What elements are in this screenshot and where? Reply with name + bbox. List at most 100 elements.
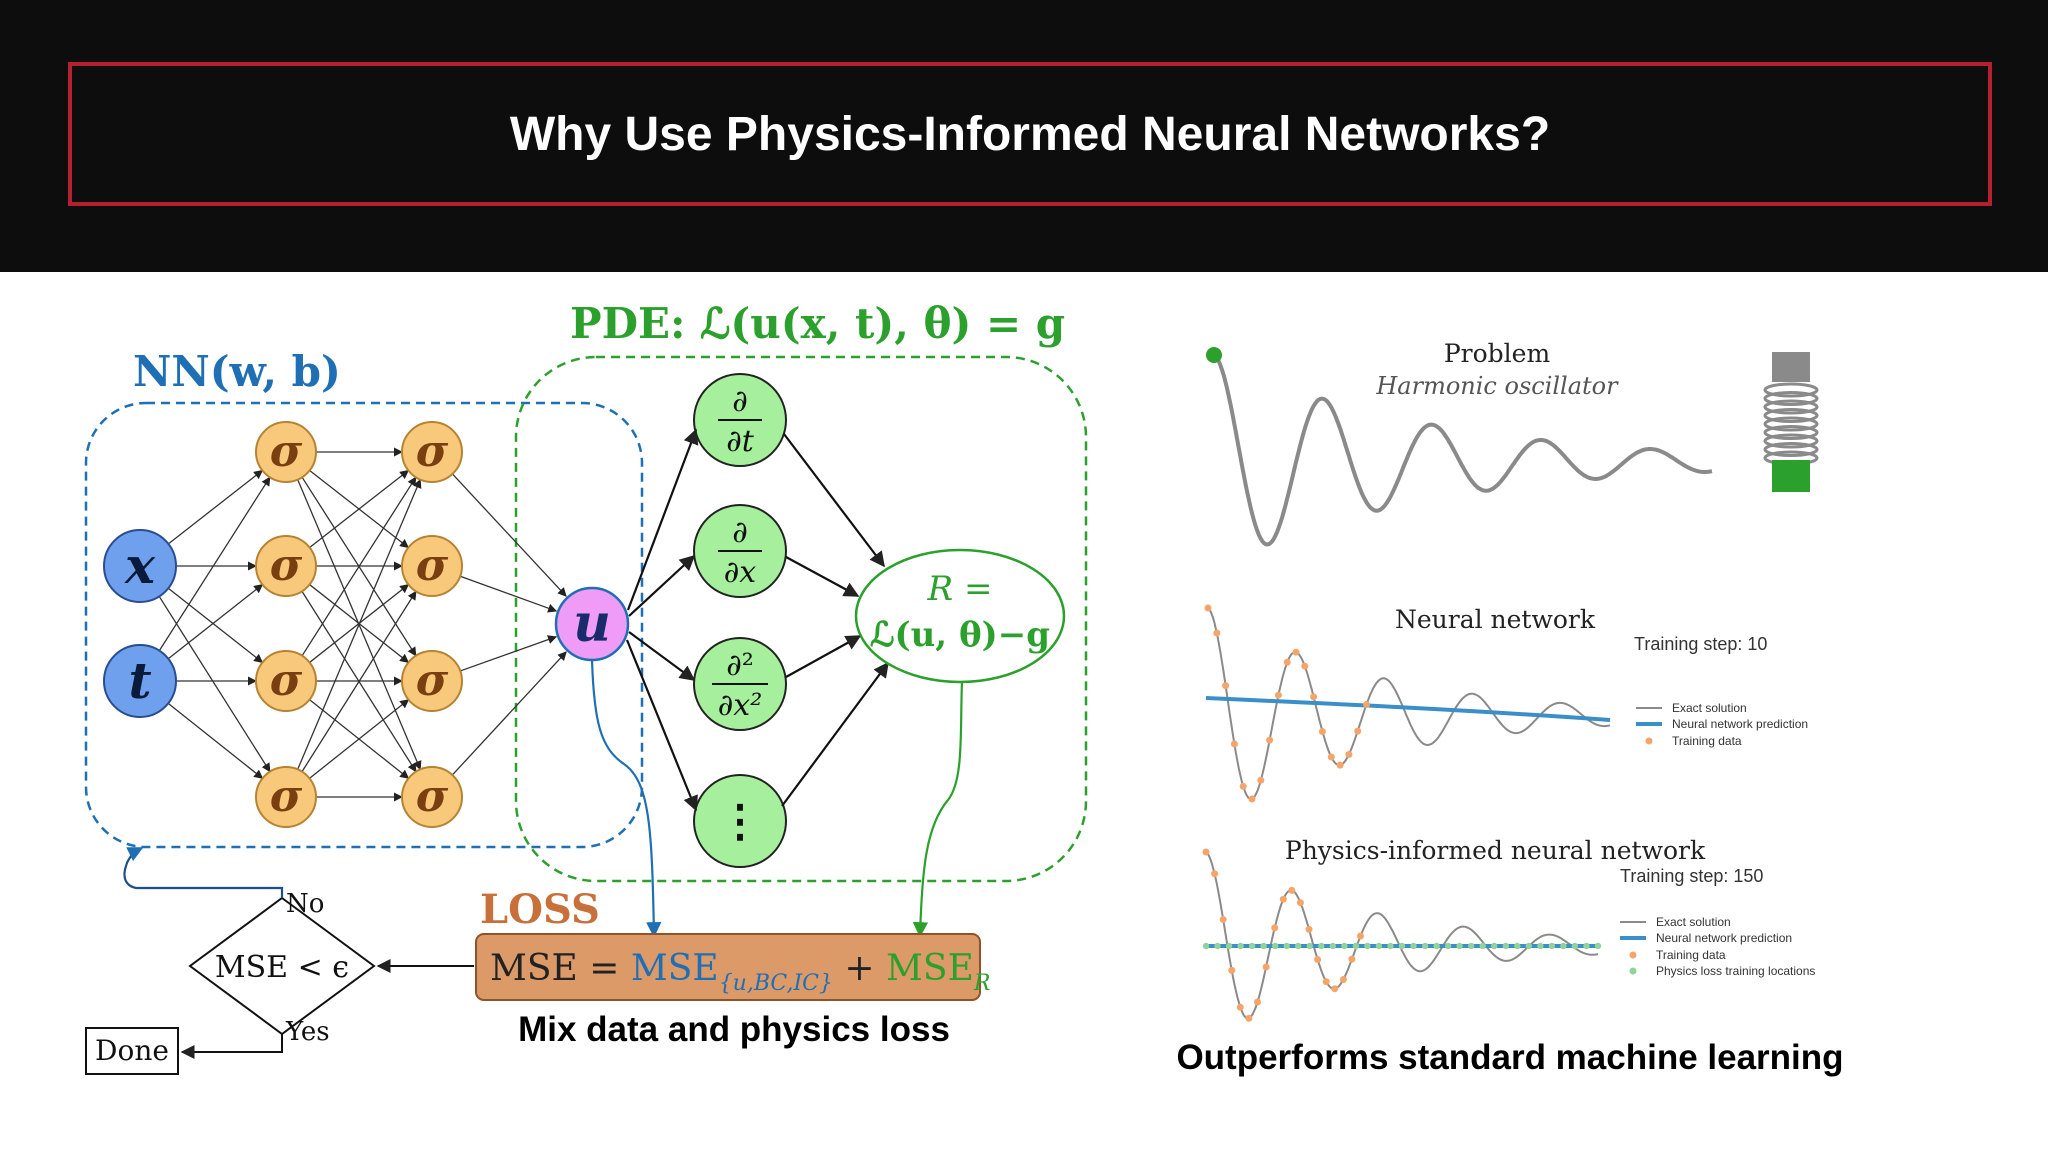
svg-text:σ: σ (270, 655, 303, 706)
training-point (1322, 978, 1330, 986)
physics-point (1375, 942, 1383, 950)
training-point (1288, 886, 1296, 894)
input-node-x: x (103, 529, 177, 603)
svg-text:Done: Done (95, 1034, 169, 1067)
physics-point (1537, 942, 1544, 950)
right-caption: Outperforms standard machine learning (1176, 1038, 1843, 1077)
training-point (1239, 782, 1247, 790)
training-point (1222, 682, 1230, 690)
training-point (1230, 740, 1238, 748)
hidden-node: σ (255, 650, 317, 712)
svg-text:⋮: ⋮ (718, 796, 762, 847)
pinn-physics-locations (1202, 942, 1602, 950)
problem-start-dot (1206, 347, 1222, 363)
svg-text:Exact solution: Exact solution (1656, 915, 1731, 929)
physics-point (1237, 942, 1244, 950)
svg-text:σ: σ (270, 771, 303, 822)
hidden-node: σ (255, 535, 317, 597)
nn-prediction-line (1205, 696, 1611, 722)
physics-point (1329, 942, 1337, 950)
training-point (1248, 795, 1256, 803)
svg-text:x: x (124, 536, 156, 595)
training-point (1262, 963, 1270, 971)
output-node-u: u (554, 586, 630, 662)
training-point (1357, 932, 1364, 940)
hidden-node: σ (401, 535, 463, 597)
physics-point (1341, 942, 1348, 950)
loss-box: MSE = MSE{u,BC,IC} + MSER (475, 933, 990, 1001)
physics-point (1571, 942, 1579, 950)
physics-point (1352, 942, 1360, 950)
training-point (1363, 701, 1370, 708)
hidden-node: σ (255, 421, 317, 483)
training-point (1310, 693, 1318, 701)
slide-diagram: NN(w, b) PDE: ℒ(u(x, t), θ) = g x t σ σ σ σ… (84, 299, 1844, 1077)
svg-text:MSE < ϵ: MSE < ϵ (215, 950, 349, 985)
hidden-node: σ (255, 766, 317, 828)
svg-text:σ: σ (416, 426, 449, 477)
physics-point (1421, 942, 1429, 950)
svg-text:σ: σ (270, 426, 303, 477)
hidden-node: σ (401, 766, 463, 828)
physics-point (1456, 942, 1463, 950)
nn-training-step: Training step: 10 (1634, 634, 1767, 654)
training-point (1274, 691, 1282, 699)
input-node-t: t (103, 644, 177, 718)
training-point (1305, 925, 1313, 933)
nn-legend: Exact solution Neural network prediction… (1636, 701, 1808, 748)
training-point (1236, 1003, 1244, 1011)
oscillator-panel: Problem Harmonic oscillator Neural netwo… (1202, 339, 1819, 1022)
training-point (1202, 848, 1210, 856)
training-point (1219, 916, 1227, 923)
svg-text:Physics loss training location: Physics loss training locations (1656, 964, 1815, 978)
title-bar: Why Use Physics-Informed Neural Networks… (0, 0, 2048, 272)
slide-title: Why Use Physics-Informed Neural Networks… (509, 107, 1551, 161)
training-point (1271, 924, 1279, 932)
training-point (1327, 753, 1335, 761)
svg-text:∂: ∂ (732, 384, 748, 419)
training-point (1318, 728, 1326, 735)
svg-text:σ: σ (416, 540, 449, 591)
pde-label: PDE: ℒ(u(x, t), θ) = g (570, 299, 1065, 348)
derivative-node-dx: ∂ ∂x (693, 504, 787, 598)
training-point (1296, 899, 1304, 907)
problem-damped-curve (1212, 353, 1713, 547)
svg-text:ℒ(u, θ)−g: ℒ(u, θ)−g (870, 615, 1050, 655)
done-box: Done (85, 1027, 179, 1075)
physics-point (1248, 942, 1256, 950)
svg-text:t: t (128, 651, 151, 710)
left-caption: Mix data and physics loss (518, 1010, 950, 1049)
training-point (1301, 662, 1309, 670)
physics-point (1387, 942, 1394, 950)
physics-point (1560, 942, 1567, 950)
svg-text:∂: ∂ (732, 515, 748, 550)
pinn-diagram: NN(w, b) PDE: ℒ(u(x, t), θ) = g x t σ σ σ σ… (84, 299, 1088, 1075)
physics-point (1260, 942, 1267, 950)
training-point (1257, 776, 1265, 784)
svg-text:∂x²: ∂x² (718, 688, 762, 723)
problem-subtitle: Harmonic oscillator (1375, 372, 1619, 400)
nn-label: NN(w, b) (133, 347, 341, 396)
hidden-node: σ (401, 421, 463, 483)
physics-point (1225, 942, 1233, 950)
training-point (1279, 895, 1287, 903)
training-point (1254, 998, 1261, 1006)
training-point (1228, 966, 1236, 974)
physics-point (1202, 942, 1210, 950)
physics-point (1410, 942, 1417, 950)
residual-node: R = ℒ(u, θ)−g (854, 548, 1066, 684)
svg-text:MSE = MSE{u,BC,IC} + MSER: MSE = MSE{u,BC,IC} + MSER (490, 948, 990, 996)
training-point (1266, 736, 1274, 744)
pinn-training-step: Training step: 150 (1620, 866, 1763, 886)
svg-text:u: u (573, 593, 611, 654)
physics-point (1583, 942, 1590, 950)
network-connections (158, 447, 567, 802)
svg-text:σ: σ (270, 540, 303, 591)
physics-point (1468, 942, 1475, 950)
svg-text:Exact solution: Exact solution (1672, 701, 1747, 715)
nn-region (84, 401, 644, 849)
pinn-legend: Exact solution Neural network prediction… (1620, 915, 1815, 978)
nn-training-data (1204, 604, 1370, 803)
physics-point (1594, 942, 1602, 950)
